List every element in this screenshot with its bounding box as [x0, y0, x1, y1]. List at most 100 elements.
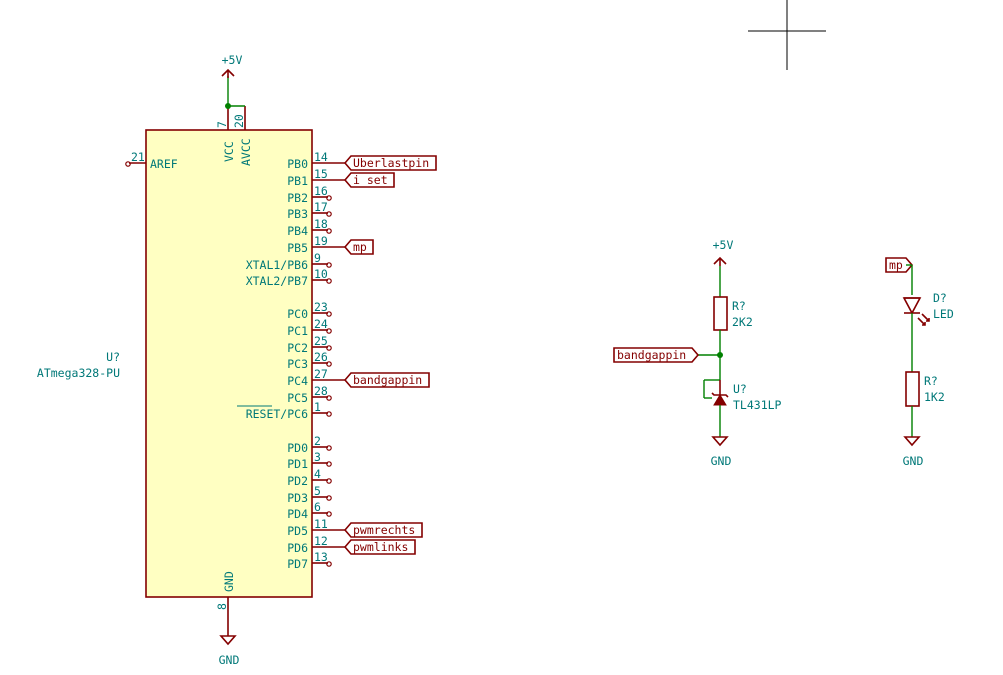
pin-number: 11 [314, 517, 328, 531]
pin-number: 1 [314, 400, 321, 414]
pin-name-avcc: AVCC [239, 138, 253, 166]
pin-unconnected-marker [326, 561, 332, 567]
pin-unconnected-marker [326, 511, 332, 517]
pin-unconnected-marker [326, 211, 332, 217]
mcu-pin-pd5[interactable]: PD5 11 pwmrechts [287, 517, 423, 538]
pin-name: PB0 [287, 157, 308, 171]
ground-symbol-led[interactable]: GND [903, 436, 924, 468]
pin-number: 10 [314, 267, 328, 281]
resistor-1k2-ref: R? [924, 374, 938, 388]
pin-unconnected-marker [326, 461, 332, 467]
pin-name: PC2 [287, 341, 308, 355]
mcu-pin-pd4[interactable]: PD4 6 [287, 500, 332, 521]
pin-number: 12 [314, 534, 328, 548]
pin-unconnected-marker [326, 445, 332, 451]
tl431-value: TL431LP [733, 398, 782, 412]
net-label-pwmlinks: pwmlinks [353, 540, 408, 554]
pin-number: 9 [314, 251, 321, 265]
pin-name: PC0 [287, 307, 308, 321]
resistor-1k2[interactable]: R? 1K2 [905, 371, 945, 407]
shunt-reference-tl431[interactable]: U? TL431LP [703, 379, 782, 437]
pin-name: PC1 [287, 324, 308, 338]
mcu-pin-avcc[interactable]: AVCC 20 [232, 106, 253, 166]
pin-name: PB5 [287, 241, 308, 255]
cursor-crosshair [748, 0, 826, 70]
mcu-value: ATmega328-PU [37, 366, 120, 380]
pin-name: PD0 [287, 441, 308, 455]
resistor-2k2-ref: R? [732, 299, 746, 313]
power-symbol-5v-mcu[interactable]: +5V [221, 53, 243, 78]
mcu-power-wiring [225, 76, 245, 109]
net-label-mp-right[interactable]: mp [885, 257, 914, 273]
pin-unconnected-marker [326, 495, 332, 501]
mcu-pin-vcc[interactable]: VCC 7 [215, 106, 236, 162]
pin-unconnected-marker [326, 411, 332, 417]
pin-name: PD4 [287, 507, 308, 521]
pin-unconnected-marker [326, 328, 332, 334]
pin-name-gnd: GND [222, 571, 236, 592]
pin-name-aref: AREF [150, 157, 178, 171]
pin-unconnected-marker [326, 262, 332, 268]
pin-name: PD1 [287, 457, 308, 471]
pin-name: PC3 [287, 357, 308, 371]
pin-number: 4 [314, 467, 321, 481]
mcu-symbol[interactable]: U? ATmega328-PU VCC 7 AVCC 20 AREF 21 GN… [37, 106, 437, 621]
net-label-box [343, 539, 416, 555]
pin-num-aref: 21 [131, 150, 145, 164]
net-label-bandgappin-left[interactable]: bandgappin [613, 347, 700, 363]
resistor-2k2[interactable]: R? 2K2 [713, 296, 753, 331]
mcu-pin-pb2[interactable]: PB2 16 [287, 184, 332, 205]
mcu-pin-pd2[interactable]: PD2 4 [287, 467, 332, 488]
pin-name: PD5 [287, 524, 308, 538]
net-label-box [343, 172, 395, 188]
pin-name: PC4 [287, 374, 308, 388]
pin-name: PC5 [287, 391, 308, 405]
pin-name: PD2 [287, 474, 308, 488]
ground-symbol-bandgap[interactable]: GND [711, 436, 732, 468]
pin-num-vcc: 7 [215, 121, 229, 128]
pin-number: 15 [314, 167, 328, 181]
pin-name: PD7 [287, 557, 308, 571]
pin-unconnected-marker [326, 278, 332, 284]
pin-number: 6 [314, 500, 321, 514]
bandgap-branch: +5V R? 2K2 bandgappin U? TL431LP [613, 238, 782, 468]
pin-name: PB1 [287, 174, 308, 188]
pin-name: RESET/PC6 [246, 407, 308, 421]
tl431-ref: U? [733, 382, 747, 396]
ground-label-bandgap: GND [711, 454, 732, 468]
pin-unconnected-marker [326, 395, 332, 401]
mcu-pin-gnd[interactable]: GND 8 [215, 571, 236, 621]
net-label-pwmrechts: pwmrechts [353, 523, 415, 537]
mcu-pin-reset-pc6[interactable]: RESET/PC6 1 [237, 400, 332, 421]
led-diode[interactable]: D? LED [902, 291, 954, 326]
net-label-mp-right-text: mp [889, 258, 903, 272]
power-symbol-5v-bandgap[interactable]: +5V [713, 238, 734, 266]
mcu-pin-aref[interactable]: AREF 21 [125, 150, 178, 171]
ground-label-led: GND [903, 454, 924, 468]
net-label-bandgappin-left-text: bandgappin [617, 348, 686, 362]
pin-number: 16 [314, 184, 328, 198]
ground-symbol-mcu[interactable]: GND [219, 621, 240, 667]
mcu-ref: U? [106, 350, 120, 364]
net-label-box [343, 155, 437, 171]
pin-name: PB2 [287, 191, 308, 205]
